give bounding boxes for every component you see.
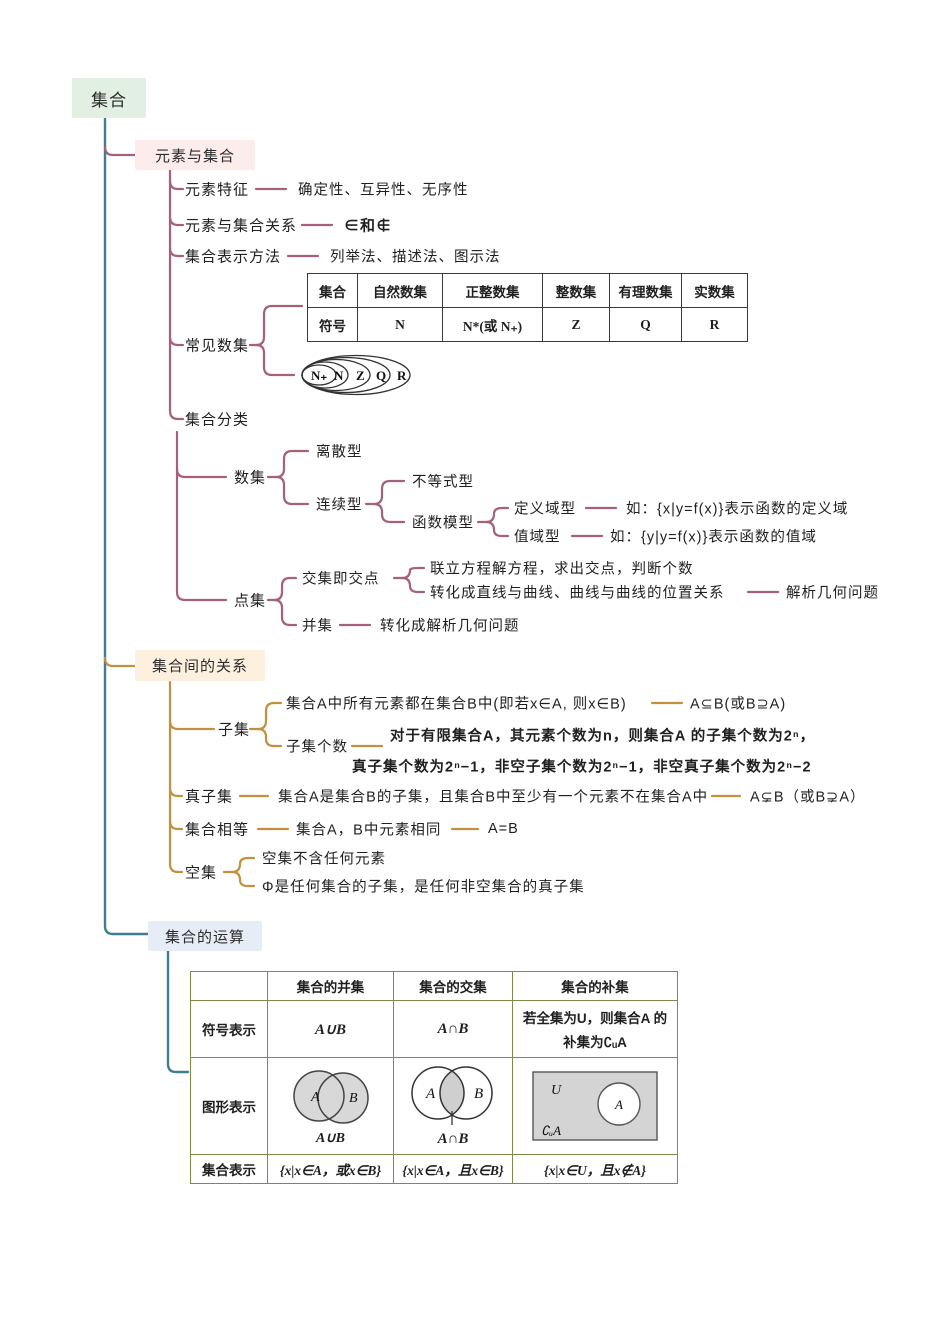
complement-symbol-line1: 若全集为U，则集合A 的 <box>522 1011 668 1026</box>
label-proper-subset: 真子集 <box>185 788 234 806</box>
venn-union-diagram: A B <box>292 1069 369 1124</box>
label-set-equality: 集合相等 <box>185 821 250 839</box>
table-cell: N*(或 N₊) <box>442 307 543 342</box>
value-subset-count-1: 对于有限集合A，其元素个数为n，则集合A 的子集个数为2ⁿ， <box>390 728 816 745</box>
venn-label-a: A <box>614 1097 623 1112</box>
venn-label-u: U <box>551 1083 562 1098</box>
cell-union-set-notation: {x|x∈A，或x∈B} <box>267 1154 394 1184</box>
table-cell: Z <box>542 307 610 342</box>
table-row: 图形表示 A B A∪B <box>190 1057 678 1155</box>
topic-node-set-relations[interactable]: 集合间的关系 <box>135 650 265 681</box>
table-header-cell <box>190 971 268 1001</box>
value-set-equality-definition: 集合A，B中元素相同 <box>296 822 442 839</box>
row-header-cell: 符号表示 <box>190 1000 268 1058</box>
nested-set-label: N <box>334 368 344 383</box>
label-function-model: 函数模型 <box>412 515 474 532</box>
value-subset-definition: 集合A中所有元素都在集合B中(即若x∈A, 则x∈B) <box>286 696 627 713</box>
value-analytic-geometry: 解析几何问题 <box>786 585 879 602</box>
label-set-representation: 集合表示方法 <box>185 248 282 266</box>
label-intersection-points: 交集即交点 <box>302 571 380 588</box>
nested-sets-diagram: N₊ N Z Q R <box>301 354 411 396</box>
table-header-cell: 集合的交集 <box>393 971 513 1001</box>
table-row: 集合的并集 集合的交集 集合的补集 <box>190 971 678 1001</box>
cell-complement-symbol: 若全集为U，则集合A 的 补集为∁ᵤA <box>512 1000 678 1058</box>
label-domain-type: 定义域型 <box>514 501 576 518</box>
table-header-cell: 集合的并集 <box>267 971 394 1001</box>
value-empty-set-1: 空集不含任何元素 <box>262 851 386 868</box>
value-set-equality-symbol: A=B <box>488 821 519 837</box>
nested-set-label: Q <box>376 368 386 383</box>
label-point-union: 并集 <box>302 618 333 635</box>
value-subset-count-2: 真子集个数为2ⁿ−1，非空子集个数为2ⁿ−1，非空真子集个数为2ⁿ−2 <box>352 759 812 776</box>
table-row: 集合表示 {x|x∈A，或x∈B} {x|x∈A，且x∈B} {x|x∈U，且x… <box>190 1154 678 1184</box>
label-point-set: 点集 <box>234 592 267 610</box>
value-intersection-method-1: 联立方程解方程，求出交点，判断个数 <box>430 561 694 578</box>
value-range-type: 如：{y|y=f(x)}表示函数的值域 <box>610 529 817 546</box>
label-common-number-sets: 常见数集 <box>185 337 250 355</box>
value-element-set-relation: ∈和∉ <box>344 217 393 235</box>
value-point-union: 转化成解析几何问题 <box>380 618 520 635</box>
table-row: 符号表示 A∪B A∩B 若全集为U，则集合A 的 补集为∁ᵤA <box>190 1000 678 1058</box>
table-cell: R <box>681 307 748 342</box>
table-header-cell: 实数集 <box>681 273 748 308</box>
table-header-cell: 集合 <box>307 273 358 308</box>
value-empty-set-2: Φ是任何集合的子集，是任何非空集合的真子集 <box>262 879 585 896</box>
label-set-classification: 集合分类 <box>185 411 250 429</box>
table-header-cell: 集合的补集 <box>512 971 678 1001</box>
topic-node-elements-and-sets[interactable]: 元素与集合 <box>135 140 255 170</box>
label-continuous-type: 连续型 <box>316 497 363 514</box>
value-intersection-method-2: 转化成直线与曲线、曲线与曲线的位置关系 <box>430 585 725 602</box>
table-cell: N <box>357 307 443 342</box>
cell-intersection-set-notation: {x|x∈A，且x∈B} <box>393 1154 513 1184</box>
complement-symbol-line2: 补集为∁ᵤA <box>563 1035 627 1050</box>
value-subset-symbol: A⊆B(或B⊇A) <box>690 696 787 713</box>
label-inequality-type: 不等式型 <box>412 474 474 491</box>
value-element-features: 确定性、互异性、无序性 <box>298 182 469 199</box>
value-domain-type: 如：{x|y=f(x)}表示函数的定义域 <box>626 501 849 518</box>
nested-set-label: N₊ <box>311 368 327 383</box>
table-header-cell: 整数集 <box>542 273 610 308</box>
table-header-cell: 正整数集 <box>442 273 543 308</box>
value-set-representation: 列举法、描述法、图示法 <box>330 249 501 266</box>
value-proper-subset-definition: 集合A是集合B的子集，且集合B中至少有一个元素不在集合A中 <box>278 789 709 806</box>
venn-intersection-diagram: A B <box>411 1065 493 1125</box>
label-number-set: 数集 <box>234 469 267 487</box>
cell-complement-diagram: U A ∁ᵤA <box>512 1057 678 1155</box>
cell-intersection-symbol: A∩B <box>393 1000 513 1058</box>
label-discrete-type: 离散型 <box>316 444 363 461</box>
venn-label-b: B <box>474 1086 483 1102</box>
nested-set-label: R <box>397 368 407 383</box>
topic-node-set-operations[interactable]: 集合的运算 <box>148 921 262 951</box>
cell-intersection-diagram: A B A∩B <box>393 1057 513 1155</box>
row-header-cell: 集合表示 <box>190 1154 268 1184</box>
table-row: 集合 自然数集 正整数集 整数集 有理数集 实数集 <box>307 273 748 308</box>
cell-union-symbol: A∪B <box>267 1000 394 1058</box>
table-cell: Q <box>609 307 682 342</box>
table-cell: 符号 <box>307 307 358 342</box>
venn-union-caption: A∪B <box>316 1130 345 1146</box>
row-header-cell: 图形表示 <box>190 1057 268 1155</box>
venn-complement-caption: ∁ᵤA <box>541 1123 561 1138</box>
venn-complement-diagram: U A ∁ᵤA <box>532 1071 658 1141</box>
venn-label-b: B <box>349 1091 358 1106</box>
label-range-type: 值域型 <box>514 529 561 546</box>
table-header-cell: 自然数集 <box>357 273 443 308</box>
operations-table: 集合的并集 集合的交集 集合的补集 符号表示 A∪B A∩B 若全集为U，则集合… <box>190 971 678 1184</box>
nested-set-label: Z <box>356 368 365 383</box>
cell-union-diagram: A B A∪B <box>267 1057 394 1155</box>
value-proper-subset-symbol: A⊊B（或B⊋A） <box>750 789 866 806</box>
number-sets-table: 集合 自然数集 正整数集 整数集 有理数集 实数集 符号 N N*(或 N₊) … <box>307 273 748 342</box>
venn-intersection-caption: A∩B <box>437 1130 469 1147</box>
table-header-cell: 有理数集 <box>609 273 682 308</box>
label-subset-count: 子集个数 <box>286 739 348 756</box>
table-row: 符号 N N*(或 N₊) Z Q R <box>307 307 748 342</box>
root-node-sets[interactable]: 集合 <box>72 78 146 118</box>
venn-label-a: A <box>310 1090 320 1105</box>
cell-complement-set-notation: {x|x∈U，且x∉A} <box>512 1154 678 1184</box>
label-empty-set: 空集 <box>185 864 218 882</box>
venn-label-a: A <box>425 1086 436 1102</box>
label-element-features: 元素特征 <box>185 181 250 199</box>
label-element-set-relation: 元素与集合关系 <box>185 217 298 235</box>
label-subset: 子集 <box>218 721 251 739</box>
